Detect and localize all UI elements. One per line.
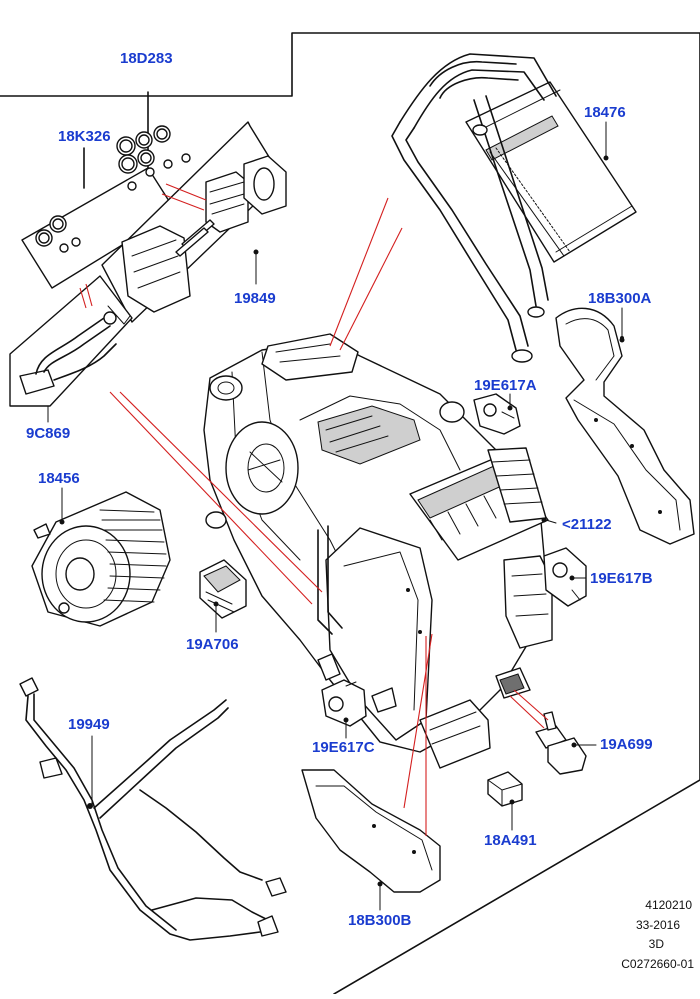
- blower-resistor: [199, 559, 247, 619]
- ac-pipe: [19, 283, 131, 395]
- actuator-a: [473, 393, 521, 435]
- label-19949: 19949: [68, 716, 110, 733]
- reference-line-3: 3D: [648, 937, 664, 951]
- reference-line-1: 4120210: [645, 898, 692, 912]
- label-19E617A: 19E617A: [474, 377, 537, 394]
- label-19A706: 19A706: [186, 636, 239, 653]
- label-18B300B: 18B300B: [348, 912, 412, 929]
- label-19849: 19849: [234, 290, 276, 307]
- label-18D283: 18D283: [120, 50, 173, 67]
- leader-lines: [47, 121, 625, 911]
- label-19E617C: 19E617C: [312, 739, 375, 756]
- air-duct-lower: [301, 769, 441, 893]
- diagram-frame: [0, 32, 700, 995]
- actuator-c: [321, 679, 367, 727]
- reference-line-4: C0272660-01: [621, 957, 694, 971]
- vacuum-valve: [509, 689, 587, 775]
- wiring-harness: [19, 677, 287, 941]
- label-19E617B: 19E617B: [590, 570, 653, 587]
- label-18B300A: 18B300A: [588, 290, 652, 307]
- label-21122: <21122: [562, 516, 612, 533]
- actuator-b: [543, 547, 587, 607]
- label-18K326: 18K326: [58, 128, 111, 145]
- air-duct-right: [555, 307, 695, 545]
- reference-line-2: 33-2016: [635, 918, 680, 932]
- label-18A491: 18A491: [484, 832, 537, 849]
- expansion-valve: [121, 155, 287, 313]
- blower-motor: [31, 491, 171, 627]
- label-19A699: 19A699: [600, 736, 653, 753]
- heater-core: [391, 53, 637, 363]
- hvac-housing: [203, 333, 553, 769]
- seal-block: [487, 771, 523, 807]
- label-9C869: 9C869: [26, 425, 71, 442]
- label-18476: 18476: [584, 104, 626, 121]
- label-18456: 18456: [38, 470, 80, 487]
- callout-lines: [109, 197, 433, 836]
